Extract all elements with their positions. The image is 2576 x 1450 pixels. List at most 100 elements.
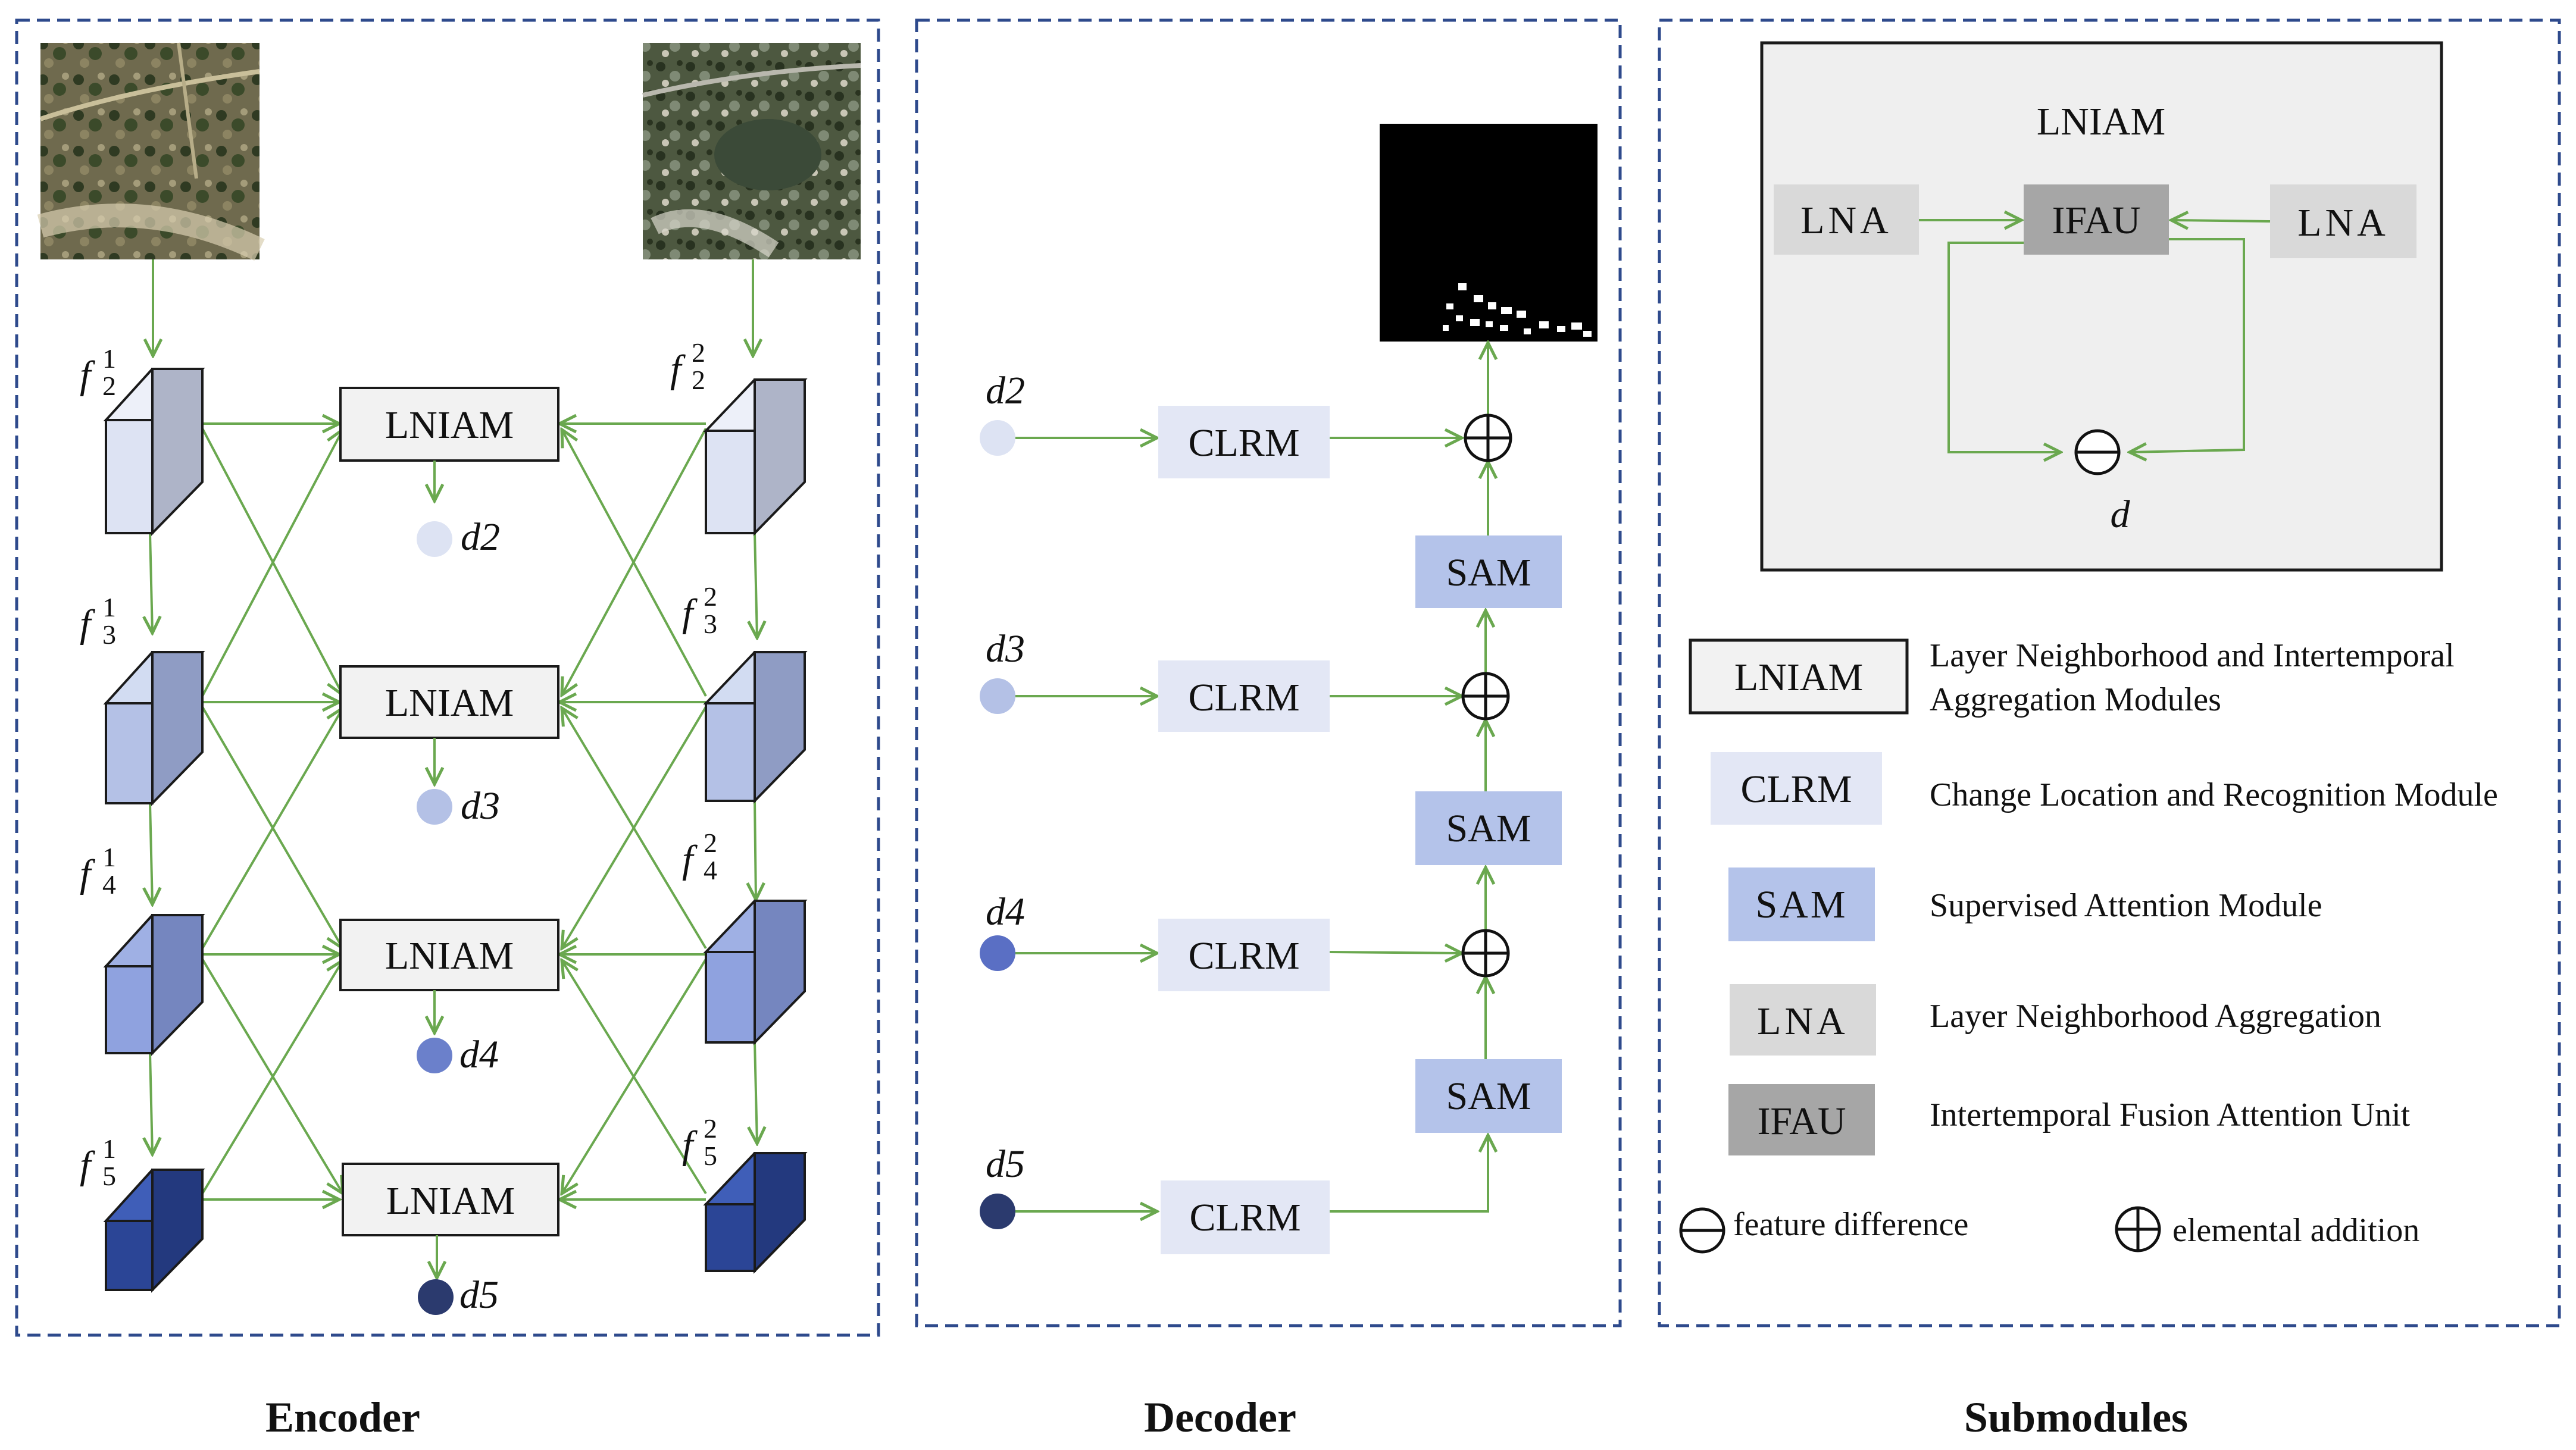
decoder-input-label-d4: d4: [986, 890, 1025, 934]
section-title-submodules: Submodules: [1964, 1393, 2188, 1441]
decoder-input-dot-d5: [980, 1194, 1015, 1229]
lniam-detail-output: d: [2111, 493, 2131, 536]
feature-label-left-4: f 1 4: [80, 842, 116, 900]
legend-desc-sam: Supervised Attention Module: [1930, 887, 2322, 924]
decoder-input-dot-d2: [980, 420, 1015, 456]
encoder-horizontal-arrows: [202, 424, 706, 1200]
clrm-box-1: CLRM: [1158, 406, 1330, 478]
lniam-box-2: LNIAM: [339, 665, 559, 739]
legend-desc-addition: elemental addition: [2172, 1212, 2419, 1249]
decoder-section: d2 d3 d4 d5 CLRM CLRM CLRM CLRM: [915, 18, 1622, 1327]
feature-label-base: f: [80, 852, 95, 895]
feature-label-base: f: [682, 591, 698, 635]
feature-label-sup: 1: [102, 1133, 116, 1164]
sam-label: SAM: [1446, 807, 1531, 850]
difference-icon: [2074, 429, 2121, 475]
change-map-output: [1380, 124, 1598, 342]
lniam-box-3: LNIAM: [339, 919, 559, 991]
submodules-section: LNIAM LNA IFAU LNA d LNIAM: [1658, 18, 2561, 1327]
sam-label: SAM: [1446, 1075, 1531, 1118]
feature-cube-right-4: [703, 900, 808, 1045]
feature-label-sup: 2: [704, 581, 717, 612]
feature-label-left-3: f 1 3: [80, 592, 116, 650]
section-title-decoder: Decoder: [1144, 1393, 1296, 1441]
clrm-box-2: CLRM: [1158, 660, 1330, 732]
feature-cube-left-4: [103, 914, 205, 1056]
feature-label-base: f: [80, 353, 95, 397]
feature-label-sub: 2: [102, 371, 116, 401]
legend-symbol-difference: feature difference: [1679, 1206, 1968, 1254]
decoder-input-dot-d3: [980, 678, 1015, 714]
feature-label-right-2: f 2 2: [670, 337, 705, 395]
legend-item-lna: LNA Layer Neighborhood Aggregation: [1730, 984, 2381, 1056]
sam-box-3: SAM: [1415, 1059, 1562, 1133]
difference-icon: [1679, 1207, 1725, 1254]
lniam-detail-arrows: [1919, 220, 2271, 452]
feature-label-base: f: [682, 1123, 698, 1167]
encoder-output-dot-d5: [418, 1279, 454, 1315]
encoder-output-dot-d4: [417, 1038, 452, 1073]
sam-label: SAM: [1446, 551, 1531, 594]
satellite-image-t2: [642, 43, 861, 259]
feature-label-left-5: f 1 5: [80, 1133, 116, 1191]
legend-label-lniam: LNIAM: [1734, 656, 1863, 699]
decoder-input-arrows: [1015, 438, 1157, 1211]
clrm-box-3: CLRM: [1158, 919, 1330, 991]
sam-box-2: SAM: [1415, 791, 1562, 865]
encoder-output-label-d5: d5: [459, 1273, 499, 1317]
clrm-label: CLRM: [1188, 676, 1299, 719]
legend-item-lniam: LNIAM Layer Neighborhood and Intertempor…: [1689, 637, 2455, 718]
encoder-vertical-arrows: [150, 533, 757, 1154]
feature-label-base: f: [80, 1144, 95, 1187]
feature-cube-left-3: [103, 651, 205, 806]
sam-box-1: SAM: [1415, 535, 1562, 608]
feature-label-sub: 4: [704, 855, 717, 885]
decoder-flow-arrows: [1329, 343, 1488, 1213]
addition-icon-3: [1461, 929, 1510, 978]
feature-label-sup: 2: [692, 337, 705, 368]
legend-item-clrm: CLRM Change Location and Recognition Mod…: [1711, 752, 2498, 825]
feature-label-sub: 3: [704, 609, 717, 639]
feature-label-right-5: f 2 5: [682, 1113, 717, 1171]
feature-label-base: f: [670, 347, 686, 391]
lna-label-left: LNA: [1800, 199, 1892, 242]
lniam-label: LNIAM: [385, 681, 514, 725]
feature-label-sub: 3: [102, 619, 116, 650]
legend-label-lna: LNA: [1757, 1000, 1849, 1043]
encoder-output-label-d2: d2: [461, 515, 500, 559]
feature-label-right-3: f 2 3: [682, 581, 717, 639]
legend-item-ifau: IFAU Intertemporal Fusion Attention Unit: [1728, 1084, 2411, 1155]
ifau-label: IFAU: [2052, 199, 2140, 242]
feature-label-sub: 5: [704, 1141, 717, 1171]
lniam-label: LNIAM: [385, 403, 514, 447]
lniam-label: LNIAM: [385, 934, 514, 978]
addition-icon: [2115, 1206, 2161, 1252]
lniam-detail-panel: LNIAM LNA IFAU LNA d: [1760, 41, 2443, 572]
feature-label-sup: 2: [704, 1113, 717, 1144]
lniam-box-4: LNIAM: [342, 1163, 559, 1236]
encoder-output-label-d3: d3: [461, 784, 500, 828]
clrm-label: CLRM: [1189, 1196, 1300, 1239]
feature-label-sup: 1: [102, 592, 116, 622]
feature-label-sup: 1: [102, 343, 116, 374]
feature-label-base: f: [682, 838, 698, 881]
legend: LNIAM Layer Neighborhood and Intertempor…: [1679, 637, 2498, 1254]
clrm-label: CLRM: [1188, 934, 1299, 978]
feature-cube-right-3: [703, 651, 808, 804]
feature-cube-left-5: [103, 1169, 205, 1293]
legend-symbol-addition: elemental addition: [2115, 1206, 2419, 1252]
lniam-box-1: LNIAM: [339, 387, 559, 462]
decoder-input-label-d3: d3: [986, 627, 1025, 671]
encoder-output-label-d4: d4: [459, 1033, 499, 1076]
lna-box-right: [2270, 184, 2416, 258]
decoder-input-label-d5: d5: [986, 1142, 1025, 1186]
encoder-output-arrows: [434, 461, 437, 1278]
encoder-output-dot-d2: [417, 521, 452, 557]
feature-label-left-2: f 1 2: [80, 343, 116, 401]
legend-label-sam: SAM: [1755, 883, 1847, 926]
encoder-output-dot-d3: [417, 789, 452, 825]
section-title-encoder: Encoder: [265, 1393, 420, 1441]
legend-label-clrm: CLRM: [1740, 768, 1852, 811]
feature-label-sub: 2: [692, 365, 705, 395]
legend-desc-ifau: Intertemporal Fusion Attention Unit: [1930, 1097, 2411, 1133]
